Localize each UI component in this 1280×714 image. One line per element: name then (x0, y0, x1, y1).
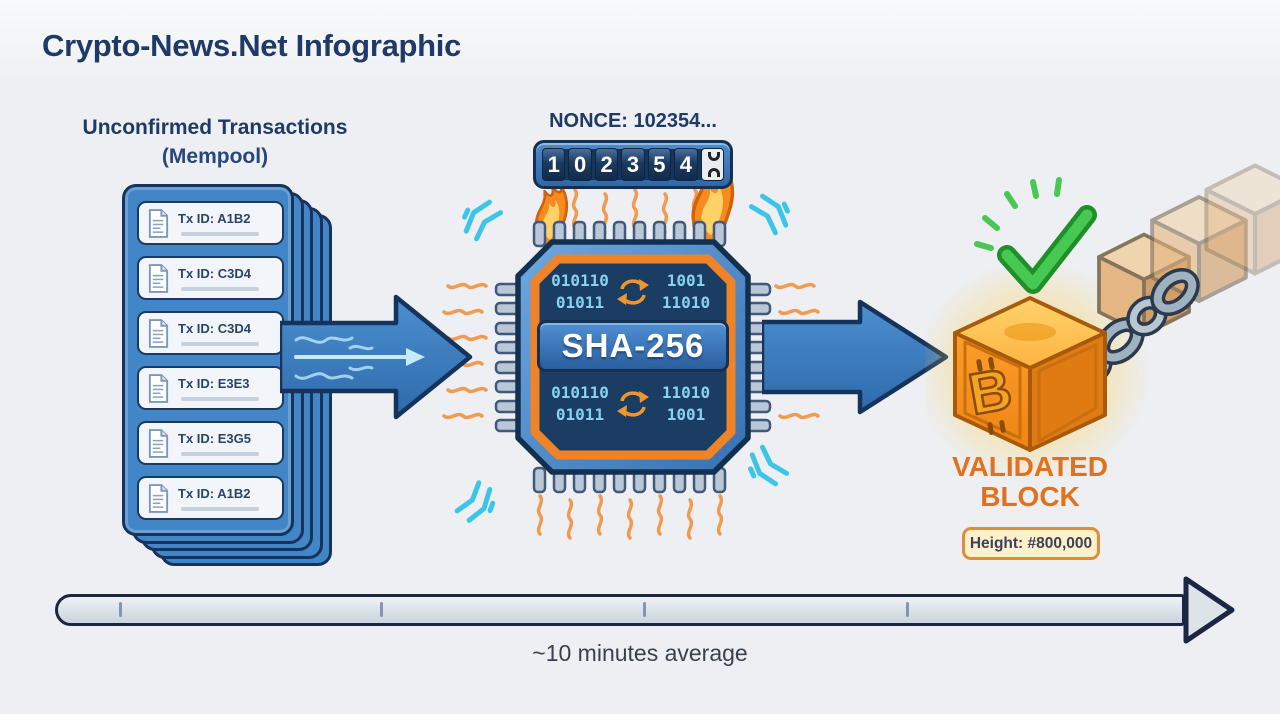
mempool-card: Tx ID: A1B2 Tx ID: C3D4 Tx ID: C3D4 Tx I… (122, 184, 294, 536)
mempool-stack: Tx ID: A1B2 Tx ID: C3D4 Tx ID: C3D4 Tx I… (122, 184, 332, 566)
rolling-glyph-bottom (707, 168, 720, 177)
tx-id-label: Tx ID: A1B2 (178, 486, 251, 501)
document-icon (148, 263, 169, 293)
previous-block (1097, 166, 1280, 337)
timeline-arrowhead (1183, 576, 1235, 644)
document-icon (148, 208, 169, 238)
tx-placeholder-line (181, 397, 259, 401)
validated-block-label: VALIDATED BLOCK (905, 452, 1155, 512)
document-icon (148, 428, 169, 458)
transaction-card: Tx ID: E3E3 (137, 366, 284, 410)
speed-lines (294, 336, 374, 380)
binary-text: 010110 (551, 382, 609, 402)
tx-placeholder-line (181, 232, 259, 236)
mempool-subheading: (Mempool) (161, 145, 269, 168)
transaction-card: Tx ID: C3D4 (137, 311, 284, 355)
checkmark-icon (974, 177, 1097, 294)
nonce-counter-window: 1 0 2 3 5 4 (542, 148, 724, 181)
nonce-digit: 4 (674, 148, 698, 181)
nonce-digit: 2 (594, 148, 619, 181)
timeline-tick (906, 602, 909, 617)
tx-placeholder-line (181, 452, 259, 456)
tx-placeholder-line (181, 342, 259, 346)
tx-id-label: Tx ID: A1B2 (178, 211, 251, 226)
tx-placeholder-line (181, 287, 259, 291)
tx-id-label: Tx ID: C3D4 (178, 321, 251, 336)
nonce-rolling-digit (700, 148, 724, 181)
binary-text: 010110 (551, 270, 609, 290)
rolling-glyph-top (707, 152, 720, 161)
document-icon (148, 318, 169, 348)
sync-arrows-icon (617, 391, 649, 417)
timeline-bar (55, 594, 1185, 626)
page-title: Crypto-News.Net Infographic (42, 28, 462, 63)
tx-id-label: Tx ID: C3D4 (178, 266, 251, 281)
chip-binary-panel-bottom: 010110 01011 11010 1001 (544, 378, 722, 430)
document-icon (148, 373, 169, 403)
binary-text: 01011 (555, 293, 605, 312)
nonce-label: NONCE: 102354... (549, 110, 717, 132)
algorithm-label: SHA-256 (561, 327, 705, 364)
timeline-tick (380, 602, 383, 617)
validated-line1: VALIDATED (951, 451, 1109, 482)
binary-text: 1001 (666, 405, 706, 424)
transaction-card: Tx ID: C3D4 (137, 256, 284, 300)
transaction-card: Tx ID: A1B2 (137, 476, 284, 520)
tx-id-label: Tx ID: E3G5 (178, 431, 251, 446)
binary-text: 01011 (555, 405, 605, 424)
timeline-caption: ~10 minutes average (532, 640, 748, 666)
mempool-heading: Unconfirmed Transactions (82, 116, 348, 139)
binary-text: 1001 (666, 270, 706, 290)
transaction-card: Tx ID: E3G5 (137, 421, 284, 465)
check-rays (974, 177, 1062, 251)
nonce-digit: 1 (542, 148, 566, 181)
document-icon (148, 483, 169, 513)
sync-arrows-icon (617, 279, 649, 305)
block-height-badge: Height: #800,000 (962, 527, 1100, 560)
tx-id-label: Tx ID: E3E3 (178, 376, 250, 391)
transaction-card: Tx ID: A1B2 (137, 201, 284, 245)
nonce-counter: 1 0 2 3 5 4 (533, 140, 733, 189)
binary-text: 11010 (661, 293, 711, 312)
bitcoin-block-cube: B (953, 296, 1107, 452)
chip-binary-panel-top: 010110 01011 1001 11010 (544, 266, 722, 318)
sha-256-band: SHA-256 (537, 320, 729, 372)
validated-line2: BLOCK (980, 481, 1080, 512)
flow-arrow-left (280, 294, 473, 420)
tx-placeholder-line (181, 507, 259, 511)
timeline-tick (119, 602, 122, 617)
inner-arrow (294, 348, 425, 366)
nonce-digit: 3 (621, 148, 645, 181)
binary-text: 11010 (661, 382, 711, 402)
top-fade (0, 0, 1280, 90)
nonce-digit: 5 (647, 148, 672, 181)
flow-arrow-right (762, 299, 949, 415)
timeline-tick (643, 602, 646, 617)
validated-block-graphic: B (925, 160, 1280, 484)
nonce-digit: 0 (568, 148, 592, 181)
